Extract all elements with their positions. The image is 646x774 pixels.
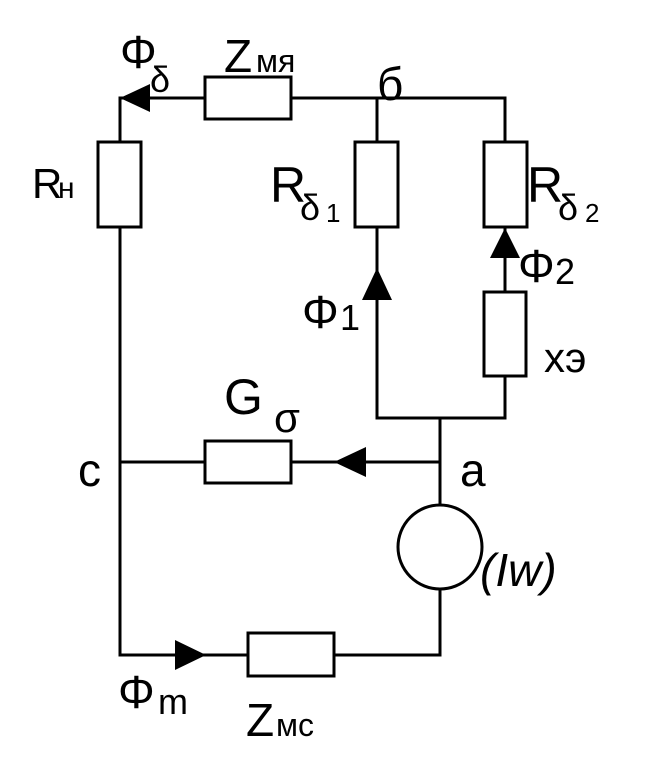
r-delta1-element (353, 140, 400, 229)
g-sigma-element (203, 439, 293, 485)
label-phi-m-main: Φ (118, 666, 155, 718)
label-r-n-sub: н (58, 172, 75, 205)
arrow-g-sigma (334, 447, 366, 477)
label-phi-m-sub: m (158, 681, 188, 722)
label-r-delta1-index: 1 (326, 198, 340, 228)
label-phi-1-main: Φ (302, 286, 339, 338)
label-r-delta2-index: 2 (585, 198, 599, 228)
label-z-mya-main: Z (224, 30, 252, 82)
r-n-element (96, 140, 143, 229)
arrow-phi-delta (120, 84, 150, 112)
label-r-delta2-main: R (527, 157, 563, 213)
label-iw: (Iw) (480, 544, 557, 596)
arrow-phi-1 (362, 268, 392, 300)
z-mya-element (203, 75, 293, 121)
label-node-a: a (460, 444, 486, 496)
label-g-sigma-main: G (224, 369, 263, 425)
label-g-sigma-sub: σ (274, 394, 300, 441)
label-r-n-main: R (32, 160, 62, 207)
label-r-delta1-sub: δ (300, 187, 320, 228)
z-mc-element (246, 631, 336, 678)
label-phi-1-sub: 1 (340, 297, 360, 338)
label-r-delta2-sub: δ (558, 187, 578, 228)
label-phi-2-sub: 2 (555, 251, 575, 292)
x-e-element (482, 290, 528, 378)
label-x-e: xэ (544, 334, 586, 381)
label-z-mya-sub: мя (256, 43, 295, 79)
r-delta2-element (482, 140, 529, 229)
label-r-delta1-main: R (270, 157, 306, 213)
mmf-source-circle (396, 503, 484, 591)
arrow-phi-2 (490, 228, 520, 258)
label-z-mc-main: Z (246, 694, 274, 746)
label-phi-2-main: Φ (518, 240, 555, 292)
label-node-b: б (377, 58, 403, 110)
arrow-phi-m (175, 640, 206, 670)
label-phi-delta-main: Φ (120, 26, 157, 78)
label-z-mc-sub: мс (276, 707, 314, 743)
label-phi-delta-sub: δ (150, 59, 170, 100)
label-node-c: c (78, 444, 101, 496)
